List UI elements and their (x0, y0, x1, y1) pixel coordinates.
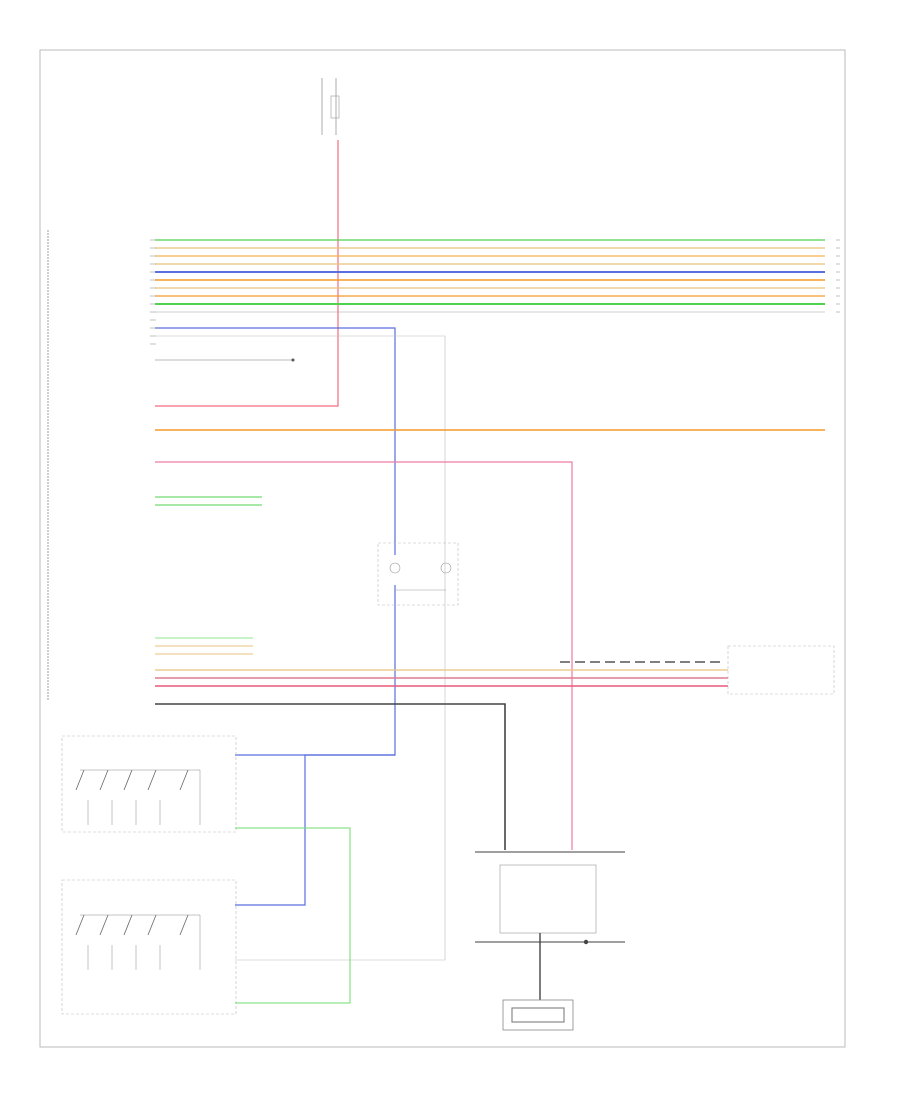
diagram-border (39, 49, 846, 1048)
wire-ground-return (155, 703, 506, 850)
right-module (560, 645, 835, 695)
wire-controls-green-1 (235, 827, 351, 1004)
center-module (377, 542, 459, 606)
wire-ignition (155, 461, 573, 850)
wire-battery-feed (155, 140, 339, 407)
right-end-ticks (836, 239, 840, 313)
speaker-wires (155, 239, 825, 313)
right-steering-controls (61, 879, 237, 1015)
dimming-arrowhead (291, 358, 295, 362)
wire-steering-signals (155, 496, 262, 506)
fuse-block (321, 78, 340, 135)
wire-steering-data (155, 327, 396, 756)
antenna-module (475, 851, 625, 1000)
pin-stubs (150, 239, 156, 345)
ground-component (502, 999, 574, 1031)
lower-pin-wires (155, 637, 728, 687)
left-steering-controls (61, 735, 237, 833)
wire-gray-thin (155, 335, 446, 961)
wire-steering-data-right (235, 754, 395, 906)
